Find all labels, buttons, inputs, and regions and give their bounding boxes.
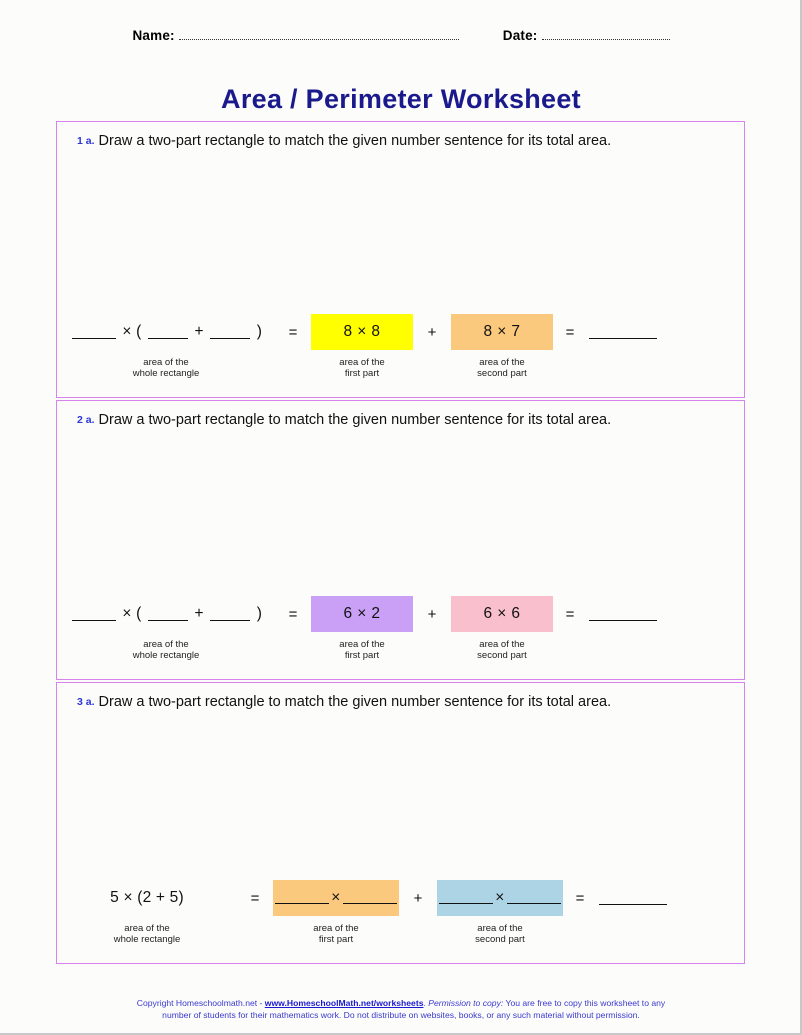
date-label: Date: [502,28,538,43]
page-footer: Copyright Homeschoolmath.net - www.Homes… [0,997,800,1021]
problem-1-first-part-box[interactable]: 8 × 8 [311,314,413,350]
footer-website-link[interactable]: www.HomeschoolMath.net/worksheets [264,998,424,1008]
caption-line-1: area of the [339,639,385,650]
problem-1-whole-cell: × ( + ) [57,323,275,341]
problem-2-whole-expression[interactable]: × ( + ) [70,605,262,623]
caption-line-1: area of the [313,923,359,934]
problem-1-whole-expression[interactable]: × ( + ) [70,323,262,341]
problem-1-answer-blank[interactable] [587,323,659,341]
problem-2-second-part-box[interactable]: 6 × 6 [451,596,553,632]
caption-line-1: area of the [339,357,385,368]
footer-copyright-text: Copyright Homeschoolmath.net - [136,998,265,1008]
problem-1-answer-cell [587,323,659,341]
problem-1-plus: + [427,323,437,341]
problem-3-whole-expression: 5 × (2 + 5) [110,889,184,906]
problem-3-whole-cell: 5 × (2 + 5) [57,889,237,907]
problem-3-instruction: Draw a two-part rectangle to match the g… [98,694,612,710]
problem-3-plus: + [413,889,423,907]
problem-2-number-sentence: × ( + ) = 6 × 2 + 6 × 6 = [57,594,746,661]
problem-box-2: 2 a.Draw a two-part rectangle to match t… [56,400,745,680]
caption-line-2: whole rectangle [113,934,181,945]
problem-2-first-part-cell: 6 × 2 [311,596,413,632]
caption-line-2: whole rectangle [132,650,200,661]
problem-2-number: 2 a. [77,414,95,426]
caption-line-1: area of the [124,923,170,934]
problem-1-equals-1: = [288,323,298,341]
problem-1-second-part-cell: 8 × 7 [451,314,553,350]
name-input-blank[interactable] [178,26,459,40]
problem-3-heading: 3 a.Draw a two-part rectangle to match t… [77,694,611,710]
problem-box-3: 3 a.Draw a two-part rectangle to match t… [56,682,745,964]
problem-3-second-part-cell: × [437,880,563,916]
problem-2-plus: + [427,605,437,623]
page-title: Area / Perimeter Worksheet [221,84,581,114]
date-input-blank[interactable] [541,26,670,40]
problem-2-answer-cell [587,605,659,623]
problem-3-second-part-box[interactable]: × [437,880,563,916]
problem-2-first-part-box[interactable]: 6 × 2 [311,596,413,632]
problem-1-second-part-box[interactable]: 8 × 7 [451,314,553,350]
problem-3-first-part-cell: × [273,880,399,916]
problem-1-first-part-cell: 8 × 8 [311,314,413,350]
problem-box-1: 1 a.Draw a two-part rectangle to match t… [56,121,745,398]
caption-line-1: area of the [477,923,523,934]
problem-1-number-sentence: × ( + ) = 8 × 8 + 8 × 7 = [57,312,746,379]
name-date-row: Name: Date: [0,26,800,43]
caption-line-2: first part [344,368,380,379]
caption-line-2: second part [475,934,525,945]
caption-line-1: area of the [479,639,525,650]
problem-3-number-sentence: 5 × (2 + 5) = × + × = [57,878,746,945]
problem-1-equals-2: = [565,323,575,341]
problem-1-number: 1 a. [77,135,95,147]
caption-line-1: area of the [143,357,189,368]
footer-permission-label: Permission to copy: [428,998,504,1008]
problem-3-answer-cell [597,889,669,907]
caption-line-2: whole rectangle [132,368,200,379]
problem-3-number: 3 a. [77,696,95,708]
problem-2-second-part-cell: 6 × 6 [451,596,553,632]
problem-3-equals-2: = [575,889,585,907]
caption-line-2: second part [477,368,527,379]
problem-2-answer-blank[interactable] [587,605,659,623]
problem-3-first-part-box[interactable]: × [273,880,399,916]
problem-1-heading: 1 a.Draw a two-part rectangle to match t… [77,133,611,149]
problem-2-equals-2: = [565,605,575,623]
problem-3-equals-1: = [250,889,260,907]
caption-line-2: first part [344,650,380,661]
name-label: Name: [132,28,175,43]
problem-2-heading: 2 a.Draw a two-part rectangle to match t… [77,412,611,428]
problem-2-whole-cell: × ( + ) [57,605,275,623]
caption-line-1: area of the [143,639,189,650]
caption-line-2: first part [318,934,354,945]
problem-2-equals-1: = [288,605,298,623]
footer-line-1: Copyright Homeschoolmath.net - www.Homes… [0,997,800,1009]
footer-line-2: number of students for their mathematics… [162,1010,640,1020]
problem-list: 1 a.Draw a two-part rectangle to match t… [56,121,745,966]
caption-line-2: second part [477,650,527,661]
problem-2-instruction: Draw a two-part rectangle to match the g… [98,412,612,428]
caption-line-1: area of the [479,357,525,368]
footer-line1-post: You are free to copy this worksheet to a… [503,998,666,1008]
footer-line1-mid: . [423,998,429,1008]
problem-1-instruction: Draw a two-part rectangle to match the g… [98,133,612,149]
problem-3-answer-blank[interactable] [597,889,669,907]
